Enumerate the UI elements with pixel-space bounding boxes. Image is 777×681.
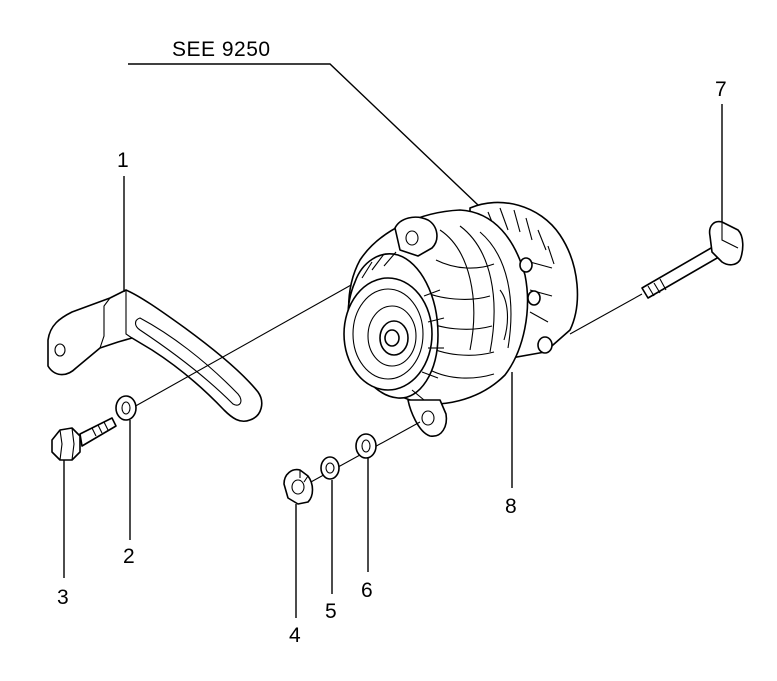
long-pivot-bolt	[641, 220, 744, 299]
callout-4: 4	[289, 624, 301, 647]
hex-bolt	[51, 417, 117, 461]
washer-5	[320, 456, 340, 480]
callout-1: 1	[117, 149, 129, 172]
callout-5: 5	[325, 600, 337, 623]
callout-6: 6	[361, 579, 373, 602]
callout-7: 7	[715, 78, 727, 101]
mounting-bracket	[47, 289, 263, 423]
washer-6	[355, 433, 377, 459]
callout-3: 3	[57, 586, 69, 609]
callout-8: 8	[505, 495, 517, 518]
hex-nut	[283, 468, 314, 505]
callout-2: 2	[123, 545, 135, 568]
reference-label: SEE 9250	[172, 38, 271, 61]
reference-leader-line	[128, 63, 479, 206]
alternator	[343, 201, 579, 437]
washer-2	[115, 395, 137, 421]
axis-line-pivot-bolt	[569, 293, 643, 335]
axis-line-upper-bolt	[131, 279, 361, 409]
